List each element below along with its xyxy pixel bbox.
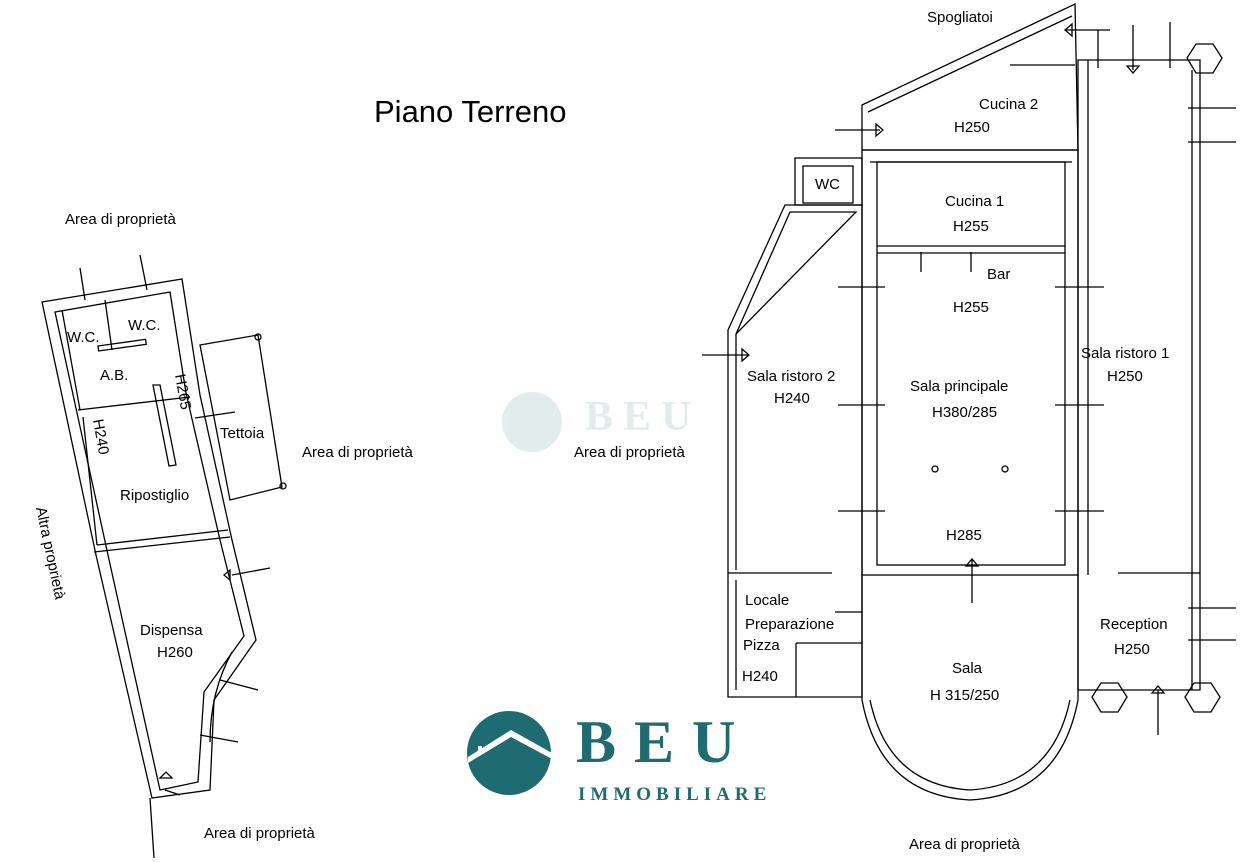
room-height: H380/285: [932, 404, 997, 421]
room-height: H240: [742, 668, 778, 685]
room-label: Sala ristoro 1: [1081, 345, 1169, 362]
logo-subtitle: IMMOBILIARE: [578, 784, 771, 805]
room-label: Pizza: [743, 637, 780, 654]
altra-proprieta-label: Altra proprietà: [32, 505, 68, 601]
right-building: [702, 2, 1236, 801]
room-label: Cucina 2: [979, 96, 1038, 113]
room-height: H265: [171, 373, 194, 411]
room-label: Reception: [1100, 616, 1168, 633]
area-label: Area di proprietà: [302, 444, 414, 461]
room-height: H240: [774, 390, 810, 407]
room-height: H250: [1114, 641, 1150, 658]
room-height: H255: [953, 218, 989, 235]
area-label: Area di proprietà: [65, 211, 177, 228]
left-building: [41, 254, 287, 859]
room-label: Bar: [987, 266, 1010, 283]
watermark-logo: BEU: [502, 392, 701, 452]
house-roof-icon: [468, 730, 552, 763]
room-label: Cucina 1: [945, 193, 1004, 210]
room-height: H 315/250: [930, 687, 999, 704]
room-height: H250: [954, 119, 990, 136]
room-label: Spogliatoi: [927, 9, 993, 26]
room-label: Sala: [952, 660, 983, 677]
area-label: Area di proprietà: [574, 444, 686, 461]
logo-circle-icon: [467, 711, 551, 795]
room-label: Tettoia: [220, 425, 265, 442]
room-label: Sala ristoro 2: [747, 368, 835, 385]
room-label: Locale: [745, 592, 789, 609]
room-label: Preparazione: [745, 616, 834, 633]
room-height: H260: [157, 644, 193, 661]
room-label: Ripostiglio: [120, 487, 189, 504]
room-label: Dispensa: [140, 622, 203, 639]
plan-title: Piano Terreno: [374, 94, 566, 129]
room-label: Sala principale: [910, 378, 1008, 395]
room-label: W.C.: [128, 317, 161, 334]
watermark-text: BEU: [585, 394, 701, 440]
room-height: H255: [953, 299, 989, 316]
logo-name: BEU: [576, 709, 753, 775]
area-label: Area di proprietà: [204, 825, 316, 842]
area-label: Area di proprietà: [909, 836, 1021, 853]
beu-logo: BEU IMMOBILIARE: [467, 709, 771, 805]
room-label: A.B.: [100, 367, 128, 384]
room-label: WC: [815, 176, 840, 193]
room-height: H240: [89, 418, 112, 456]
room-height: H250: [1107, 368, 1143, 385]
room-label: W.C.: [67, 329, 100, 346]
room-height: H285: [946, 527, 982, 544]
